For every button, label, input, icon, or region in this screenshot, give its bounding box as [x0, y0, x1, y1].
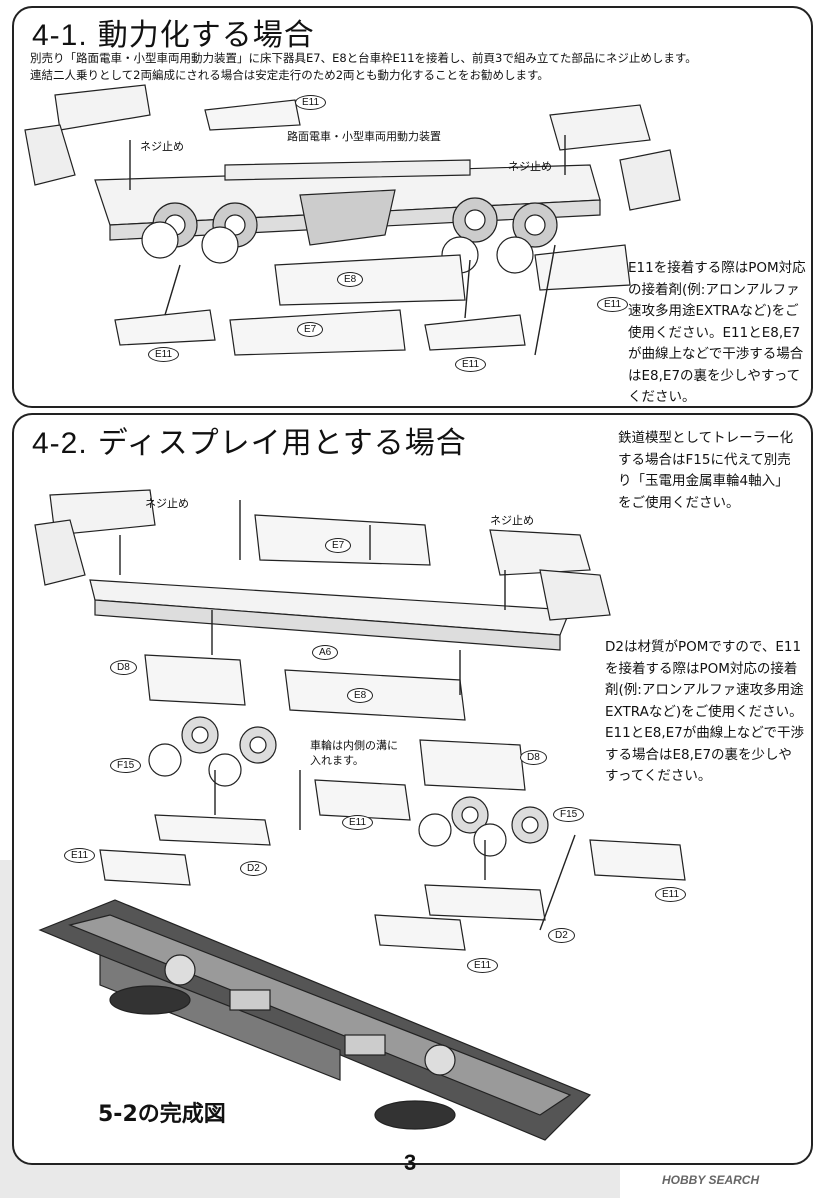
end-body-right-drawing-4-2: [489, 529, 611, 621]
intro-line-2: 連結二人乗りとして2両編成にされる場合は安定走行のため2両とも動力化することをお…: [30, 68, 549, 82]
end-body-left-drawing-4-2: [34, 489, 156, 586]
part-label-e11: E11: [64, 848, 96, 863]
assembly-arrows-4-2: [119, 500, 576, 931]
wheel-groove-label: 車輪は内側の溝に入れます。: [310, 739, 398, 767]
part-label-e8: E8: [337, 272, 364, 287]
pom-adhesive-note: D2は材質がPOMですので、E11を接着する際はPOM対応の接着剤(例:アロンア…: [605, 639, 804, 784]
screw-label-right: ネジ止め: [490, 514, 534, 527]
part-label-e11: E11: [467, 958, 499, 973]
part-label-e8: E8: [347, 688, 374, 703]
screw-label-right: ネジ止め: [508, 160, 552, 173]
part-label-e7: E7: [297, 322, 324, 337]
section-4-1-number: 4-1.: [32, 19, 88, 52]
screw-label-left: ネジ止め: [140, 140, 184, 153]
intro-line-1: 別売り「路面電車・小型車両用動力装置」に床下器具E7、E8と台車枠E11を接着し…: [30, 51, 697, 65]
completed-model-drawing: [38, 899, 592, 1141]
wheels-left-drawing: [148, 716, 277, 787]
part-label-d2: D2: [240, 861, 267, 876]
part-label-f15: F15: [553, 807, 585, 822]
display-chassis-drawing: [89, 514, 571, 721]
part-label-e7: E7: [325, 538, 352, 553]
part-label-e11: E11: [455, 357, 487, 372]
part-label-d2: D2: [548, 928, 575, 943]
completed-caption: 5-2の完成図: [98, 1102, 226, 1127]
page-number: 3: [404, 1150, 417, 1175]
watermark: HOBBY SEARCH: [662, 1173, 760, 1187]
trailer-note: 鉄道模型としてトレーラー化する場合はF15に代えて別売り「玉電用金属車輪4軸入」…: [618, 430, 794, 511]
part-label-e11: E11: [295, 95, 327, 110]
part-label-e11: E11: [342, 815, 374, 830]
end-body-left-drawing: [24, 84, 151, 186]
bogie-right-drawing: [441, 197, 558, 274]
part-label-d8: D8: [520, 750, 547, 765]
part-label-e11: E11: [597, 297, 629, 312]
section-4-2-heading: 4-2. ディスプレイ用とする場合: [32, 418, 467, 462]
end-body-right-drawing: [549, 104, 681, 211]
wheels-right-drawing: [418, 796, 549, 857]
section-4-1-heading: 4-1. 動力化する場合: [32, 10, 315, 54]
assembly-arrows-4-1: [129, 135, 566, 356]
section-4-2-number: 4-2.: [32, 427, 88, 460]
part-label-f15: F15: [110, 758, 142, 773]
part-label-e11: E11: [655, 887, 687, 902]
screw-label-left: ネジ止め: [145, 497, 189, 510]
sideframes-4-2-drawing: [99, 654, 686, 951]
bogie-left-drawing: [141, 202, 258, 264]
section-4-1-intro: 別売り「路面電車・小型車両用動力装置」に床下器具E7、E8と台車枠E11を接着し…: [30, 50, 697, 84]
part-label-d8: D8: [110, 660, 137, 675]
section-4-1-title: 動力化する場合: [97, 18, 315, 53]
section-4-1-note: E11を接着する際はPOM対応の接着剤(例:アロンアルファ速攻多用途EXTRAな…: [628, 260, 806, 405]
part-label-a6: A6: [312, 645, 339, 660]
motor-unit-label: 路面電車・小型車両用動力装置: [287, 130, 441, 143]
section-4-2-title: ディスプレイ用とする場合: [97, 426, 467, 461]
part-label-e11: E11: [148, 347, 180, 362]
